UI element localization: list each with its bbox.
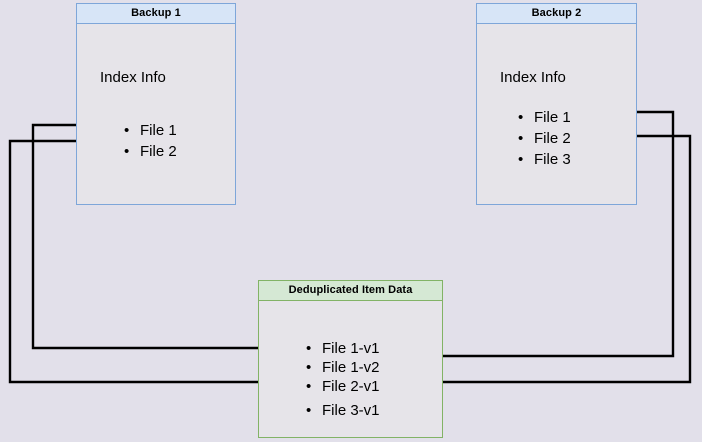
list-item: File 1-v1 [306,339,380,358]
backup-2-index-info-label: Index Info [500,69,566,86]
list-item: File 1-v2 [306,358,380,377]
list-item: File 2 [518,128,571,149]
list-item: File 1 [518,107,571,128]
deduplicated-item-data-body: File 1-v1 File 1-v2 File 2-v1 File 3-v1 [259,301,442,437]
connector-backup1-file2-to-file2v1 [8,139,297,386]
list-item: File 3 [518,149,571,170]
deduplicated-item-data-title: Deduplicated Item Data [259,281,442,301]
list-item: File 1 [124,120,177,141]
backup-2-box[interactable]: Backup 2 Index Info File 1 File 2 File 3 [476,3,637,205]
backup-1-box[interactable]: Backup 1 Index Info File 1 File 2 [76,3,236,205]
list-item: File 2 [124,141,177,162]
backup-1-body: Index Info File 1 File 2 [77,24,235,204]
deduplicated-file-list: File 1-v1 File 1-v2 File 2-v1 File 3-v1 [306,339,380,420]
list-item: File 3-v1 [306,401,380,420]
backup-1-index-info-label: Index Info [100,69,166,86]
connector-backup2-file2-to-file2v1 [395,134,692,386]
list-item: File 2-v1 [306,377,380,396]
backup-2-title: Backup 2 [477,4,636,24]
backup-1-file-list: File 1 File 2 [124,120,177,162]
backup-1-title: Backup 1 [77,4,235,24]
deduplicated-item-data-box[interactable]: Deduplicated Item Data File 1-v1 File 1-… [258,280,443,438]
backup-2-body: Index Info File 1 File 2 File 3 [477,24,636,204]
backup-2-file-list: File 1 File 2 File 3 [518,107,571,170]
